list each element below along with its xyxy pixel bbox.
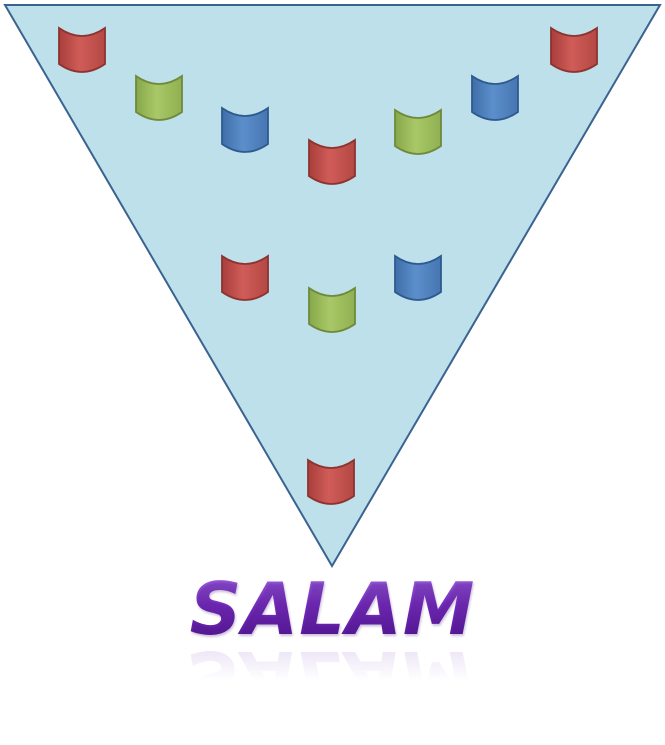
caption-title: SALAM [0,568,665,650]
funnel-triangle [3,4,662,568]
cylinder-body [58,26,106,73]
cylinder-group [58,26,598,505]
cylinder-icon [135,74,183,121]
cylinder-icon [221,254,269,301]
cylinder-icon [307,458,355,505]
cylinder-icon [394,108,442,155]
cylinder-body [394,108,442,155]
cylinder-icon [308,286,356,333]
cylinder-body [308,286,356,333]
cylinder-icon [221,106,269,153]
cylinder-body [221,106,269,153]
cylinder-body [221,254,269,301]
cylinder-icon [471,74,519,121]
cylinder-body [394,254,442,301]
cylinder-body [308,138,356,185]
cylinder-body [471,74,519,121]
caption-area: SALAM SALAM [0,568,665,738]
cylinder-icon [308,138,356,185]
cylinder-body [307,458,355,505]
cylinder-icon [58,26,106,73]
cylinder-icon [550,26,598,73]
cylinder-icon [394,254,442,301]
cylinder-body [135,74,183,121]
cylinder-body [550,26,598,73]
